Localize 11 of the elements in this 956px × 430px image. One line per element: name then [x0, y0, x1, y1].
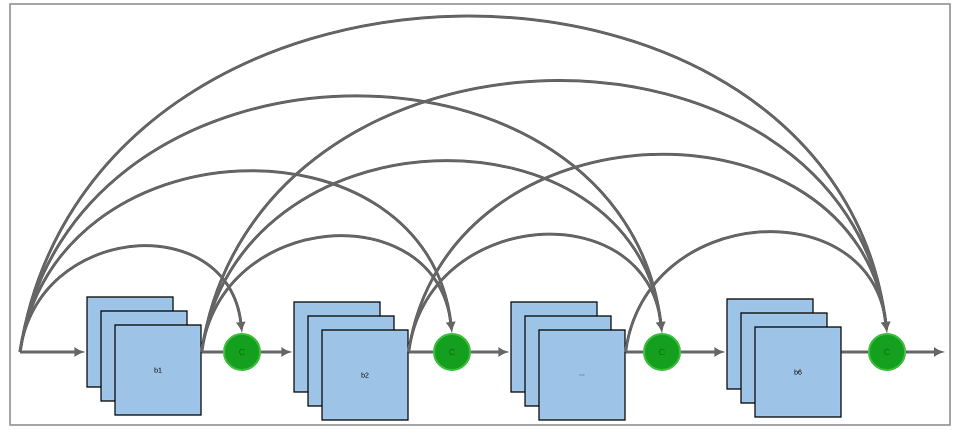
arrow	[20, 348, 83, 356]
arrow	[906, 348, 942, 356]
connector-line	[626, 350, 643, 354]
arrow	[624, 230, 890, 352]
connector-line	[408, 350, 433, 354]
arrow	[261, 348, 290, 356]
arrow	[681, 348, 723, 356]
connector-line	[202, 350, 223, 354]
arrow	[471, 348, 507, 356]
connector-line	[842, 350, 868, 354]
arrow	[200, 79, 890, 352]
